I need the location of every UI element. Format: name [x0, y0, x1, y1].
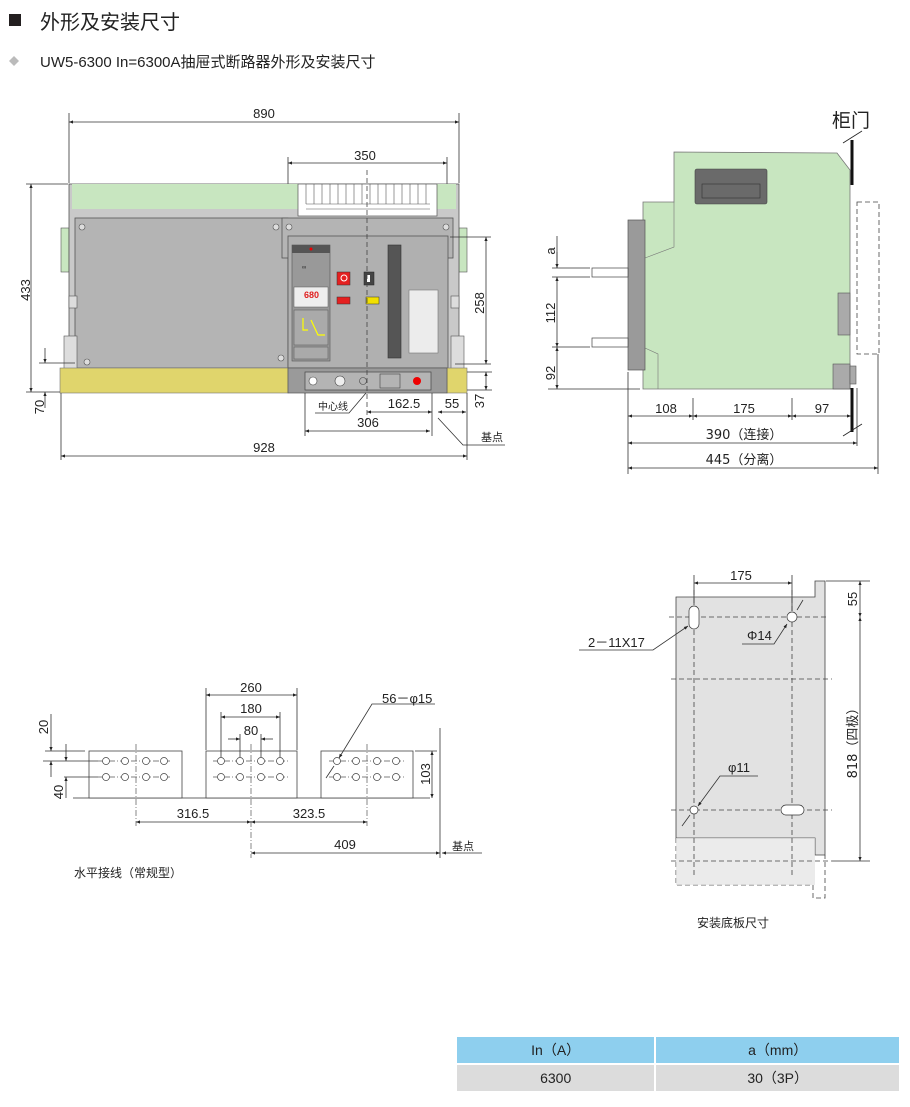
nameplate — [408, 289, 439, 354]
dim-40: 40 — [51, 785, 66, 799]
dim-180: 180 — [240, 701, 262, 716]
withdrawn-outline — [856, 201, 880, 355]
main-panel — [74, 217, 289, 369]
dim-258: 258 — [472, 292, 487, 314]
centerline-label: 中心线 — [318, 400, 348, 413]
busbar-caption: 水平接线（常规型） — [74, 865, 182, 880]
hole-d11 — [689, 805, 699, 815]
header-cell: In（A） — [457, 1037, 655, 1063]
dim-37: 37 — [472, 394, 487, 408]
d11-label: φ11 — [728, 760, 750, 775]
dim-20: 20 — [36, 720, 51, 734]
busbar-datum-label: 基点 — [452, 840, 474, 853]
dim-175: 175 — [733, 401, 755, 416]
handle-slot — [387, 244, 402, 359]
plate-dim-818: 818（四极） — [846, 702, 861, 779]
plate-caption: 安装底板尺寸 — [697, 915, 769, 930]
off-button[interactable] — [336, 271, 351, 286]
mounting-plate: 175 55 818（四极） 2－11X17 Φ14 φ11 安装底板尺寸 — [579, 568, 870, 930]
rating-table: In（A） a（mm） 6300 30（3P） — [455, 1035, 901, 1093]
rear-bracket — [627, 219, 646, 371]
table-header-row: In（A） a（mm） — [457, 1037, 899, 1063]
table-row: 6300 30（3P） — [457, 1065, 899, 1091]
yellow-base — [59, 367, 289, 394]
section-square-icon — [9, 14, 21, 26]
bolt-holes — [102, 757, 400, 781]
status-indicator — [365, 296, 380, 305]
dim-80: 80 — [244, 723, 258, 738]
table-cell: 30（3P） — [656, 1065, 899, 1091]
front-view: 890 350 ∞ 680 — [18, 106, 505, 460]
trip-unit-display: 680 — [304, 290, 319, 300]
dim-92: 92 — [543, 366, 558, 380]
dim-323-5: 323.5 — [293, 806, 326, 821]
plate-dim-55: 55 — [845, 592, 860, 606]
dim-433: 433 — [18, 279, 33, 301]
lock-slot[interactable] — [379, 373, 401, 389]
release-button[interactable] — [413, 377, 421, 385]
dim-350: 350 — [354, 148, 376, 163]
dim-108: 108 — [655, 401, 677, 416]
section-subtitle: UW5-6300 In=6300A抽屉式断路器外形及安装尺寸 — [40, 54, 376, 71]
datum-label: 基点 — [481, 431, 503, 444]
header-cell: a（mm） — [656, 1037, 899, 1063]
slot-label: 2－11X17 — [588, 635, 645, 650]
reset-button[interactable] — [336, 296, 351, 305]
plate-dim-175: 175 — [730, 568, 752, 583]
busbar-block — [88, 750, 183, 799]
slot-hole — [688, 605, 700, 630]
d14-label: Φ14 — [747, 628, 772, 643]
hole-d14 — [786, 611, 798, 623]
breaker-body — [642, 151, 851, 390]
racking-crank-socket[interactable] — [334, 375, 346, 387]
dim-112: 112 — [543, 303, 558, 324]
terminal-box — [694, 168, 768, 205]
dim-890: 890 — [253, 106, 275, 121]
dim-103: 103 — [418, 763, 433, 785]
diamond-bullet-icon — [9, 56, 19, 66]
dim-162-5: 162.5 — [388, 396, 421, 411]
dim-55: 55 — [445, 396, 459, 411]
cabinet-door-label: 柜门 — [832, 110, 870, 132]
terminal-grille — [297, 183, 438, 217]
dim-409: 409 — [334, 837, 356, 852]
busbar-upper — [591, 267, 629, 278]
slot-hole-horizontal — [780, 804, 805, 816]
brand-logo: ∞ — [302, 265, 306, 271]
dim-390-connected: 390（连接） — [706, 427, 783, 443]
dim-928: 928 — [253, 440, 275, 455]
section-title: 外形及安装尺寸 — [40, 10, 180, 34]
side-view: 柜门 a 112 92 108 175 97 390（连接） — [543, 110, 880, 474]
dim-70: 70 — [32, 400, 47, 414]
dim-97: 97 — [815, 401, 829, 416]
dim-306: 306 — [357, 415, 379, 430]
dim-hole-count: 56－φ15 — [382, 691, 432, 706]
dim-445-withdrawn: 445（分离） — [706, 452, 783, 468]
dim-316-5: 316.5 — [177, 806, 210, 821]
busbar-view: 260 180 80 56－φ15 103 20 40 316.5 323.5 … — [36, 680, 482, 880]
position-indicator — [308, 376, 318, 386]
dim-a: a — [543, 247, 558, 255]
dim-260: 260 — [240, 680, 262, 695]
busbar-lower — [591, 337, 629, 348]
table-cell: 6300 — [457, 1065, 655, 1091]
